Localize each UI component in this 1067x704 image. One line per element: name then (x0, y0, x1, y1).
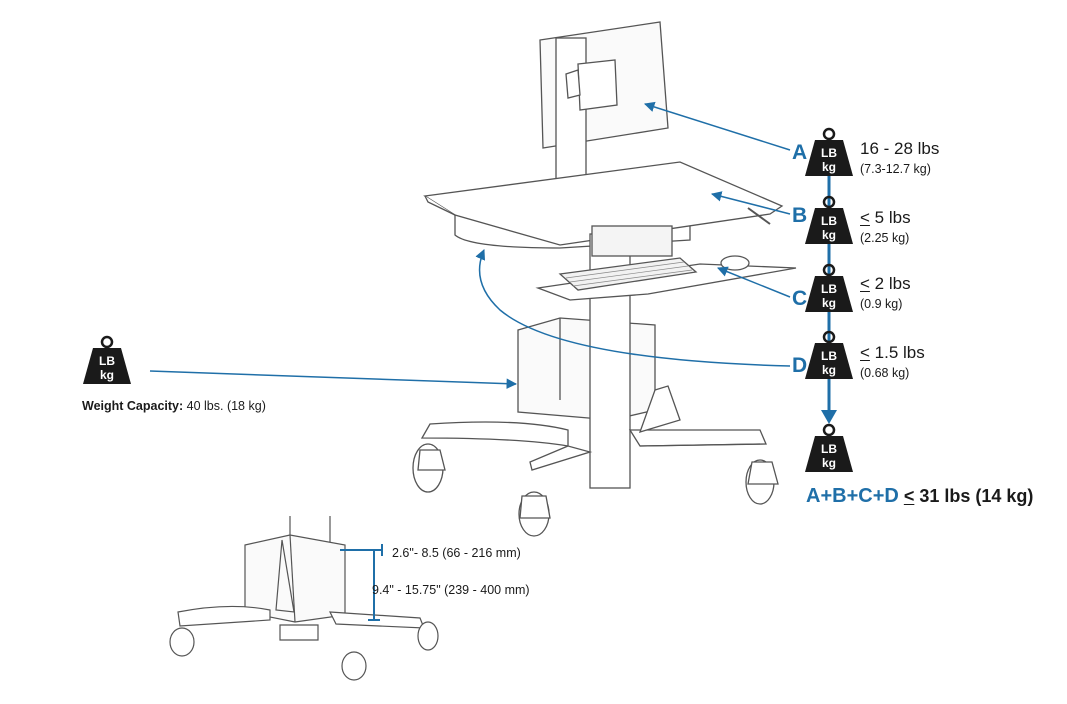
casters (412, 443, 779, 537)
label-c-lbs: < 2 lbs (860, 274, 911, 294)
label-b-lbs: < 5 lbs (860, 208, 911, 228)
label-d-letter: D (792, 354, 808, 377)
label-d-lbs: < 1.5 lbs (860, 343, 925, 363)
less-equal-sign: < (860, 343, 870, 362)
label-a-letter: A (792, 141, 808, 164)
less-equal-sign: < (860, 274, 870, 293)
total-letters: A+B+C+D (806, 485, 899, 507)
label-b-letter: B (792, 204, 808, 227)
weight-capacity-label: Weight Capacity: (82, 399, 184, 413)
weight-icon-top-text: LB (99, 354, 115, 368)
label-d-value: 1.5 lbs (869, 343, 925, 362)
label-b-kg: (2.25 kg) (860, 231, 910, 245)
weight-capacity: Weight Capacity: 40 lbs. (18 kg) (82, 399, 266, 413)
weight-icon-bottom-text: kg (822, 228, 836, 242)
label-b-value: 5 lbs (869, 208, 911, 227)
label-d-kg: (0.68 kg) (860, 366, 910, 380)
total-value: 31 lbs (14 kg) (914, 486, 1034, 506)
dimension-lines (340, 544, 383, 621)
weight-icon-top-text: LB (821, 214, 837, 228)
cpu-dimension-illustration (169, 516, 439, 681)
less-equal-sign: < (903, 486, 915, 506)
monitor (539, 21, 669, 189)
label-c-kg: (0.9 kg) (860, 297, 903, 311)
label-c-value: 2 lbs (869, 274, 911, 293)
weight-icon-bottom-text: kg (100, 368, 114, 382)
weight-icon-bottom-text: kg (822, 456, 836, 470)
total-weight: A+B+C+D < 31 lbs (14 kg) (806, 485, 1033, 508)
keyboard-tray (535, 255, 797, 301)
weight-icon-bottom-text: kg (822, 363, 836, 377)
dimension-width: 2.6"- 8.5 (66 - 216 mm) (392, 546, 521, 560)
weight-icon-top-text: LB (821, 442, 837, 456)
leader-arrows (149, 101, 791, 389)
less-equal-sign: < (860, 208, 870, 227)
label-a-lbs: 16 - 28 lbs (860, 139, 940, 158)
weight-icon-top-text: LB (821, 349, 837, 363)
weight-capacity-value: 40 lbs. (18 kg) (183, 399, 266, 413)
base (420, 385, 767, 471)
label-a-kg: (7.3-12.7 kg) (860, 162, 931, 176)
cart-illustration (412, 21, 797, 537)
weight-icon-bottom-text: kg (822, 160, 836, 174)
weight-icon-bottom-text: kg (822, 296, 836, 310)
label-c-letter: C (792, 287, 808, 310)
dimension-height: 9.4" - 15.75" (239 - 400 mm) (372, 583, 530, 597)
weight-icon-top-text: LB (821, 282, 837, 296)
weight-icon-top-text: LB (821, 146, 837, 160)
cpu-holder (517, 317, 656, 421)
